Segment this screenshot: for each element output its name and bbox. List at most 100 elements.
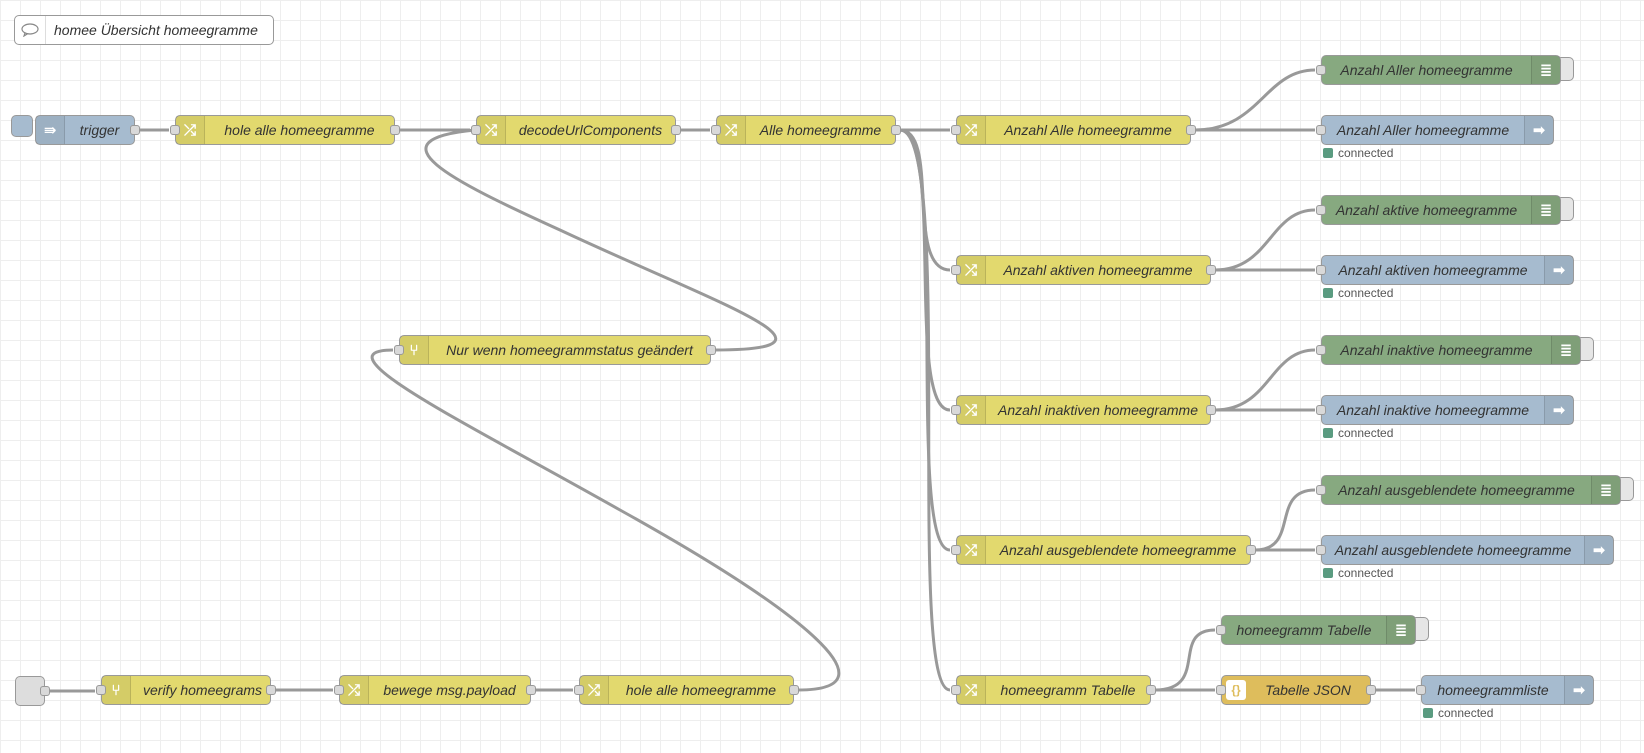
node-nur-wenn-status-geaendert[interactable]: ⑂ Nur wenn homeegrammstatus geändert — [394, 335, 716, 365]
arrow-right-icon: ➡ — [1544, 396, 1573, 424]
wire-aktiv-debug — [1214, 208, 1316, 272]
node-debug-anzahl-aller[interactable]: Anzahl Aller homeegramme ≣ — [1316, 55, 1561, 85]
node-homeegramm-tabelle[interactable]: ⤮ homeegramm Tabelle — [951, 675, 1156, 705]
node-mqtt-anzahl-ausgeblendete[interactable]: Anzahl ausgeblendete homeegramme ➡ — [1316, 535, 1614, 565]
node-debug-anzahl-ausgeblendete[interactable]: Anzahl ausgeblendete homeegramme ≣ — [1316, 475, 1621, 505]
node-mqtt-anzahl-aktiven[interactable]: Anzahl aktiven homeegramme ➡ — [1316, 255, 1574, 285]
list-icon: ≣ — [1386, 616, 1415, 644]
node-label: Anzahl inaktive homeegramme — [1336, 402, 1530, 418]
output-port[interactable] — [1206, 405, 1216, 415]
output-port[interactable] — [130, 125, 140, 135]
input-port[interactable] — [471, 125, 481, 135]
node-debug-anzahl-aktive[interactable]: Anzahl aktive homeegramme ≣ — [1316, 195, 1561, 225]
node-label: Anzahl inaktiven homeegramme — [998, 402, 1198, 418]
input-port[interactable] — [1316, 125, 1326, 135]
node-label: Anzahl aktive homeegramme — [1335, 202, 1518, 218]
output-port[interactable] — [891, 125, 901, 135]
node-anzahl-alle-homeegramme[interactable]: ⤮ Anzahl Alle homeegramme — [951, 115, 1196, 145]
output-port[interactable] — [390, 125, 400, 135]
shuffle-icon: ⤮ — [957, 396, 986, 424]
link-in-node[interactable] — [15, 676, 50, 706]
comment-node[interactable]: homee Übersicht homeegramme — [14, 15, 274, 45]
input-port[interactable] — [951, 405, 961, 415]
input-port[interactable] — [334, 685, 344, 695]
status-dot — [1323, 428, 1333, 438]
output-port[interactable] — [789, 685, 799, 695]
input-port[interactable] — [1316, 485, 1326, 495]
output-port[interactable] — [1146, 685, 1156, 695]
node-hole-alle-homeegramme-2[interactable]: ⤮ hole alle homeegramme — [574, 675, 799, 705]
input-port[interactable] — [951, 125, 961, 135]
input-port[interactable] — [1316, 265, 1326, 275]
list-icon: ≣ — [1531, 196, 1560, 224]
input-port[interactable] — [951, 545, 961, 555]
input-port[interactable] — [394, 345, 404, 355]
node-debug-homeegramm-tabelle[interactable]: homeegramm Tabelle ≣ — [1216, 615, 1416, 645]
node-label: Anzahl ausgeblendete homeegramme — [1338, 482, 1575, 498]
arrow-right-icon: ➡ — [1564, 676, 1593, 704]
input-port[interactable] — [1316, 405, 1326, 415]
node-label: Nur wenn homeegrammstatus geändert — [446, 342, 693, 358]
input-port[interactable] — [711, 125, 721, 135]
node-tabelle-json[interactable]: {} Tabelle JSON — [1216, 675, 1376, 705]
input-port[interactable] — [951, 685, 961, 695]
node-label: Alle homeegramme — [759, 122, 882, 138]
input-port[interactable] — [1316, 345, 1326, 355]
output-port[interactable] — [526, 685, 536, 695]
input-port[interactable] — [170, 125, 180, 135]
node-label: bewege msg.payload — [383, 682, 516, 698]
node-label: Anzahl Alle homeegramme — [1004, 122, 1172, 138]
input-port[interactable] — [1216, 625, 1226, 635]
input-port[interactable] — [574, 685, 584, 695]
node-hole-alle-homeegramme[interactable]: ⤮ hole alle homeegramme — [170, 115, 400, 145]
node-mqtt-homeegrammliste[interactable]: homeegrammliste ➡ — [1416, 675, 1594, 705]
node-anzahl-inaktiven-homeegramme[interactable]: ⤮ Anzahl inaktiven homeegramme — [951, 395, 1216, 425]
status-connected: connected — [1323, 566, 1393, 580]
node-trigger[interactable]: ⇛ trigger — [35, 115, 140, 145]
node-verify-homeegrams[interactable]: ⑂ verify homeegrams — [96, 675, 276, 705]
input-port[interactable] — [1316, 205, 1326, 215]
node-label: hole alle homeegramme — [224, 122, 375, 138]
shuffle-icon: ⤮ — [957, 116, 986, 144]
output-port[interactable] — [1246, 545, 1256, 555]
status-text: connected — [1338, 286, 1394, 300]
shuffle-icon: ⤮ — [957, 676, 986, 704]
node-label: hole alle homeegramme — [625, 682, 777, 698]
shuffle-icon: ⤮ — [477, 116, 506, 144]
input-port[interactable] — [951, 265, 961, 275]
input-port[interactable] — [1316, 545, 1326, 555]
inject-trigger-button[interactable] — [11, 115, 33, 137]
input-port[interactable] — [1216, 685, 1226, 695]
status-dot — [1323, 568, 1333, 578]
status-connected: connected — [1323, 146, 1393, 160]
status-connected: connected — [1423, 706, 1493, 720]
node-decode-url-components[interactable]: ⤮ decodeUrlComponents — [471, 115, 681, 145]
node-mqtt-anzahl-aller[interactable]: Anzahl Aller homeegramme ➡ — [1316, 115, 1554, 145]
node-debug-anzahl-inaktive[interactable]: Anzahl inaktive homeegramme ≣ — [1316, 335, 1581, 365]
node-anzahl-ausgeblendete-homeegramme[interactable]: ⤮ Anzahl ausgeblendete homeegramme — [951, 535, 1256, 565]
shuffle-icon: ⤮ — [176, 116, 205, 144]
list-icon: ≣ — [1551, 336, 1580, 364]
node-label: Anzahl Aller homeegramme — [1340, 62, 1513, 78]
output-port[interactable] — [40, 686, 50, 696]
node-mqtt-anzahl-inaktive[interactable]: Anzahl inaktive homeegramme ➡ — [1316, 395, 1574, 425]
output-port[interactable] — [1206, 265, 1216, 275]
node-label: homeegramm Tabelle — [1236, 622, 1372, 638]
output-port[interactable] — [671, 125, 681, 135]
status-dot — [1323, 288, 1333, 298]
node-alle-homeegramme[interactable]: ⤮ Alle homeegramme — [711, 115, 901, 145]
shuffle-icon: ⤮ — [957, 256, 986, 284]
node-bewege-msg-payload[interactable]: ⤮ bewege msg.payload — [334, 675, 536, 705]
input-port[interactable] — [1316, 65, 1326, 75]
output-port[interactable] — [266, 685, 276, 695]
wire-loop-hole2-nurwenn — [370, 348, 841, 692]
wire-tabelle-debug — [1154, 628, 1216, 692]
input-port[interactable] — [96, 685, 106, 695]
shuffle-icon: ⤮ — [717, 116, 746, 144]
input-port[interactable] — [1416, 685, 1426, 695]
output-port[interactable] — [706, 345, 716, 355]
output-port[interactable] — [1366, 685, 1376, 695]
wire-alle-debug — [1194, 68, 1316, 132]
output-port[interactable] — [1186, 125, 1196, 135]
node-anzahl-aktiven-homeegramme[interactable]: ⤮ Anzahl aktiven homeegramme — [951, 255, 1216, 285]
